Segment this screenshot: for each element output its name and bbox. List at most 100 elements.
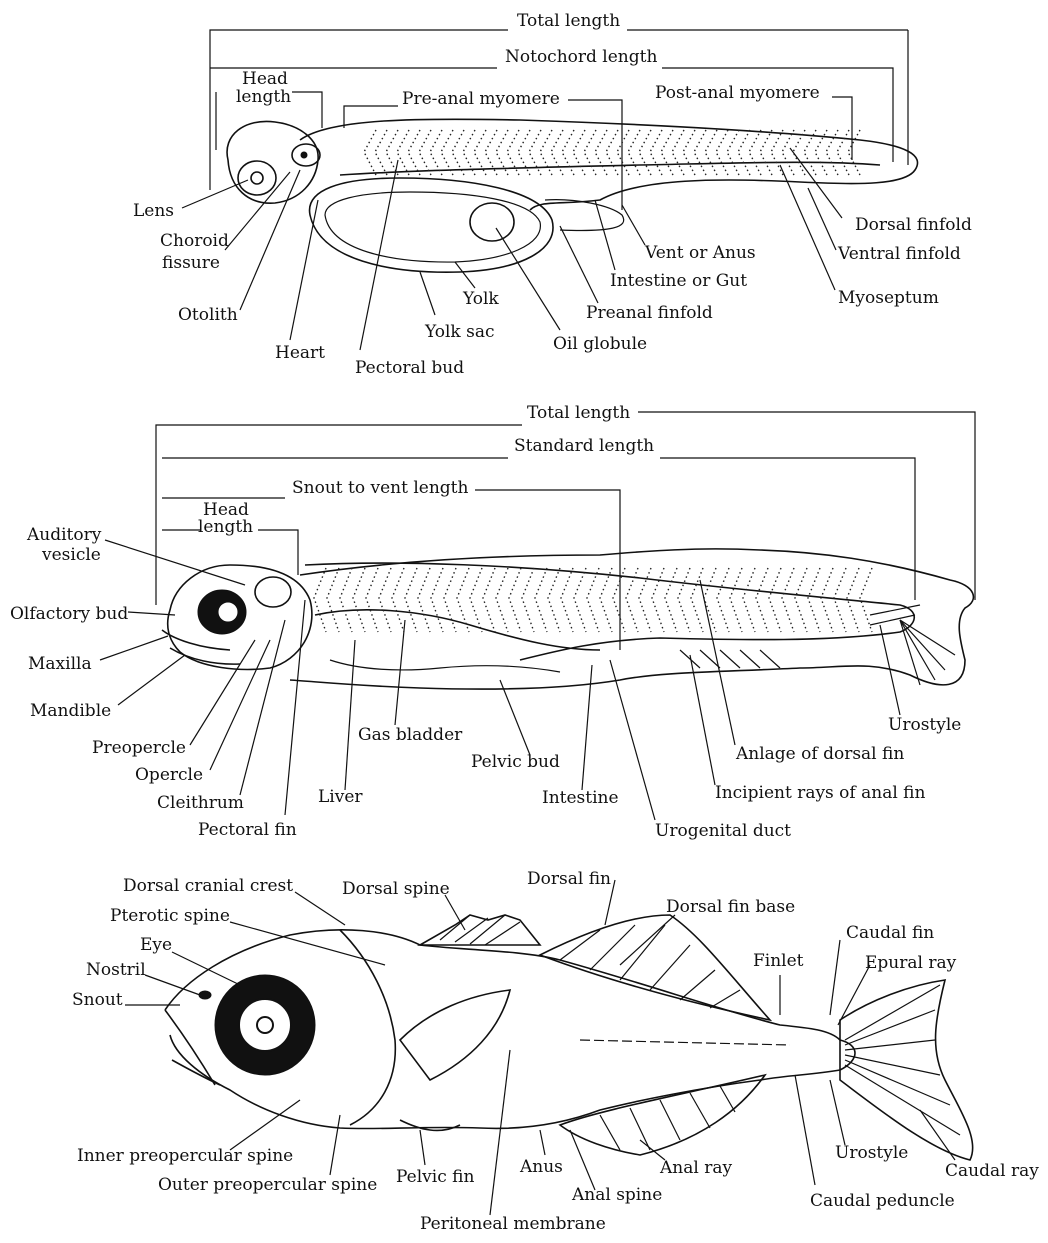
myomere bbox=[600, 568, 612, 632]
myomere bbox=[652, 568, 664, 632]
myomere bbox=[860, 568, 872, 632]
label-dorsal-fin-base: Dorsal fin base bbox=[666, 897, 795, 917]
label-auditory-a: Auditory bbox=[26, 525, 102, 545]
myomere bbox=[405, 568, 417, 632]
label-snout: Snout bbox=[72, 990, 123, 1010]
myomere bbox=[821, 568, 833, 632]
myomere bbox=[782, 130, 794, 175]
dorsal-spines bbox=[420, 915, 540, 945]
myomere bbox=[535, 568, 547, 632]
myomere bbox=[573, 130, 585, 175]
myomere bbox=[837, 130, 849, 175]
myomere bbox=[548, 568, 560, 632]
label-finlet: Finlet bbox=[753, 951, 804, 971]
label-ventral-finfold: Ventral finfold bbox=[837, 244, 961, 264]
label-peritoneal-membrane: Peritoneal membrane bbox=[420, 1214, 606, 1234]
label-caudal-ray: Caudal ray bbox=[945, 1161, 1039, 1181]
label-pre-anal-myomere: Pre-anal myomere bbox=[402, 89, 560, 109]
labels-2: Total length Standard length Snout to ve… bbox=[10, 403, 961, 841]
myomere bbox=[522, 568, 534, 632]
myomere bbox=[562, 130, 574, 175]
label-eye: Eye bbox=[140, 935, 172, 955]
myomere bbox=[738, 130, 750, 175]
myomere bbox=[606, 130, 618, 175]
label-anlage-dorsal-fin: Anlage of dorsal fin bbox=[735, 744, 904, 764]
label-inner-preopercular-spine: Inner preopercular spine bbox=[77, 1146, 293, 1166]
myomere bbox=[727, 130, 739, 175]
label-dorsal-spine: Dorsal spine bbox=[342, 879, 450, 899]
myomere bbox=[704, 568, 716, 632]
panel-yolksac-larva: Total length Notochord length Head lengt… bbox=[133, 11, 972, 378]
myomere bbox=[314, 568, 326, 632]
myomere bbox=[496, 568, 508, 632]
label-head-length-1b: length bbox=[236, 87, 291, 107]
myomere bbox=[650, 130, 662, 175]
anal-fin bbox=[560, 1075, 765, 1155]
label-opercle: Opercle bbox=[135, 765, 203, 785]
incipient-anal-rays bbox=[680, 650, 780, 668]
label-nostril: Nostril bbox=[86, 960, 146, 980]
myomere bbox=[683, 130, 695, 175]
myomere bbox=[678, 568, 690, 632]
myomere bbox=[760, 130, 772, 175]
myomere bbox=[756, 568, 768, 632]
label-incipient-anal-rays: Incipient rays of anal fin bbox=[715, 783, 926, 803]
myomere bbox=[694, 130, 706, 175]
label-urogenital-duct: Urogenital duct bbox=[655, 821, 791, 841]
labels-3: Dorsal cranial crest Pterotic spine Eye … bbox=[72, 869, 1039, 1234]
myomere bbox=[463, 130, 475, 175]
myomere bbox=[587, 568, 599, 632]
label-notochord-length: Notochord length bbox=[505, 47, 657, 67]
myomere bbox=[431, 568, 443, 632]
yolksac-larva-body bbox=[227, 119, 917, 272]
myomere bbox=[808, 568, 820, 632]
label-heart: Heart bbox=[275, 343, 325, 363]
myomere bbox=[561, 568, 573, 632]
label-pelvic-bud: Pelvic bud bbox=[471, 752, 560, 772]
label-yolk: Yolk bbox=[462, 289, 499, 309]
myomere bbox=[364, 130, 376, 175]
panel-preflexion-larva: Total length Standard length Snout to ve… bbox=[10, 403, 975, 841]
myomere bbox=[452, 130, 464, 175]
label-outer-preopercular-spine: Outer preopercular spine bbox=[158, 1175, 377, 1195]
myomere bbox=[628, 130, 640, 175]
myomere bbox=[749, 130, 761, 175]
myomere bbox=[795, 568, 807, 632]
myomere bbox=[595, 130, 607, 175]
label-caudal-peduncle: Caudal peduncle bbox=[810, 1191, 955, 1211]
label-total-length-1: Total length bbox=[517, 11, 620, 31]
myomere bbox=[793, 130, 805, 175]
label-auditory-b: vesicle bbox=[41, 545, 101, 565]
label-cleithrum: Cleithrum bbox=[157, 793, 244, 813]
label-olfactory-bud: Olfactory bud bbox=[10, 604, 128, 624]
label-intestine-2: Intestine bbox=[542, 788, 619, 808]
myomere bbox=[730, 568, 742, 632]
label-head-length-1a: Head bbox=[242, 69, 288, 89]
myomere bbox=[665, 568, 677, 632]
label-head-length-2b: length bbox=[198, 517, 253, 537]
caudal-rays-2 bbox=[870, 605, 955, 685]
myomere bbox=[716, 130, 728, 175]
myomere bbox=[509, 568, 521, 632]
label-dorsal-finfold: Dorsal finfold bbox=[855, 215, 972, 235]
myomere bbox=[340, 568, 352, 632]
myomere bbox=[375, 130, 387, 175]
myomere bbox=[353, 568, 365, 632]
myomere bbox=[441, 130, 453, 175]
label-lens: Lens bbox=[133, 201, 174, 221]
label-epural-ray: Epural ray bbox=[865, 953, 957, 973]
myomere bbox=[661, 130, 673, 175]
label-anal-spine: Anal spine bbox=[571, 1185, 662, 1205]
myomere bbox=[804, 130, 816, 175]
label-post-anal-myomere: Post-anal myomere bbox=[655, 83, 820, 103]
myomere bbox=[419, 130, 431, 175]
myomere bbox=[470, 568, 482, 632]
label-pectoral-fin-2: Pectoral fin bbox=[198, 820, 297, 840]
myomere bbox=[717, 568, 729, 632]
myomere bbox=[705, 130, 717, 175]
myomeres-2 bbox=[314, 568, 872, 632]
label-pectoral-bud: Pectoral bud bbox=[355, 358, 464, 378]
label-dorsal-fin: Dorsal fin bbox=[527, 869, 611, 889]
